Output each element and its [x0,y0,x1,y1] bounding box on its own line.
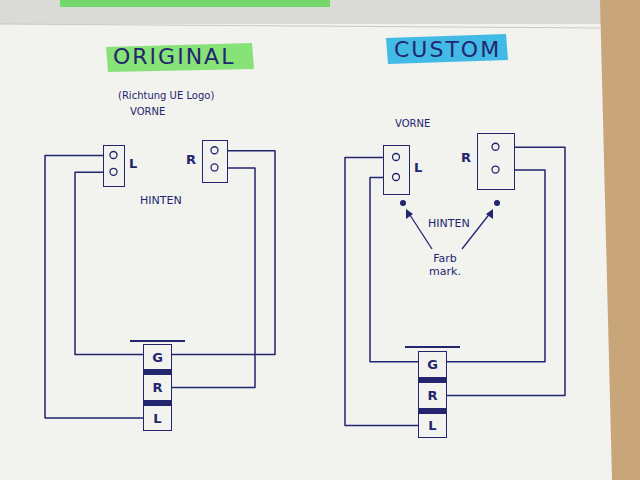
speaker-connector: L [103,145,125,187]
jack-segment: G [418,351,447,378]
segment-letter: G [427,357,438,372]
wire [447,147,565,395]
callout-note: Farb mark. [421,253,469,278]
wire [447,170,545,362]
jack-segment: L [418,413,447,438]
channel-letter: L [129,157,137,170]
pin-symbol [203,141,226,181]
side-label: VORNE [395,118,430,130]
wire [45,156,143,419]
channel-letter: R [461,151,471,164]
side-label: HINTEN [428,218,470,231]
pin-symbol [384,146,408,193]
speaker-connector: L [383,145,410,195]
jack-segment: G [143,344,172,370]
pin-symbol [104,146,123,185]
pin-symbol [478,134,513,188]
segment-letter: L [153,411,161,426]
jack-segment: R [418,382,447,409]
segment-letter: R [152,380,162,395]
segment-letter: L [428,418,436,433]
jack-segment: R [143,374,172,401]
wire [75,172,143,354]
speaker-connector: R [477,133,515,190]
segment-letter: R [427,388,437,403]
side-label: HINTEN [140,195,182,208]
wire [172,168,255,388]
channel-letter: L [414,161,422,174]
wire [345,158,418,426]
side-label: VORNE [130,106,165,118]
segment-letter: G [152,350,163,365]
wire [370,178,418,362]
jack-segment: L [143,405,172,431]
section-title: CUSTOM [394,37,501,62]
section-title: ORIGINAL [113,44,235,69]
orientation-note: (Richtung UE Logo) [118,90,214,102]
wire [172,151,275,355]
speaker-connector: R [202,140,228,183]
channel-letter: R [186,153,196,166]
